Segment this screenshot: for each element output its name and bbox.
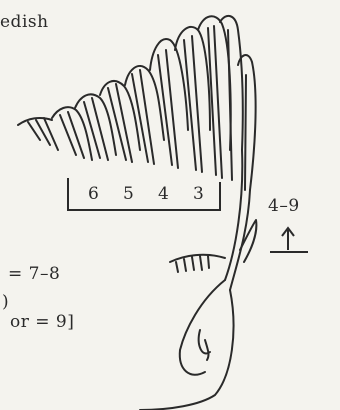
left-equation: = 7–8 [8, 264, 61, 284]
feather-shaft [107, 87, 127, 161]
primary-feather-outline [237, 54, 257, 191]
feather-shaft [244, 74, 247, 191]
covert-feathers [169, 253, 226, 263]
primary-feather-outline [124, 65, 165, 141]
primary-feather-outline [174, 25, 211, 131]
feather-shaft [183, 258, 187, 272]
feather-shaft [207, 27, 217, 176]
feather-shaft [191, 35, 203, 173]
primary-feather-outline [74, 93, 117, 156]
feather-shaft [67, 111, 85, 159]
primary-feather-outline [219, 14, 244, 151]
feather-shaft [59, 114, 77, 156]
feather-shaft [165, 49, 179, 169]
bracket-number: 3 [193, 184, 205, 204]
feather-shaft [35, 119, 51, 146]
top-text-fragment: edish [0, 12, 49, 32]
feather-shaft [115, 83, 133, 163]
feather-shaft [139, 69, 155, 165]
bottom-equation: or = 9] [10, 312, 75, 332]
feather-shaft [157, 54, 173, 166]
primary-feather-outline [51, 106, 93, 161]
feather-shaft [83, 101, 101, 159]
wing-leading-edge [224, 149, 244, 281]
feather-shaft [199, 255, 203, 271]
left-paren: ) [2, 292, 10, 312]
number-bracket [67, 178, 221, 211]
body-outline [139, 289, 235, 410]
feather-shaft [213, 25, 223, 179]
bracket-number: 5 [123, 184, 135, 204]
up-arrow-icon [270, 226, 308, 253]
primary-feather-outline [149, 38, 189, 131]
wing-base-edge [17, 116, 53, 126]
feather-shaft [91, 97, 109, 161]
side-range-label: 4–9 [268, 196, 300, 216]
feather-shaft [227, 29, 233, 181]
bracket-number: 6 [88, 184, 100, 204]
body-outline [178, 279, 226, 376]
feather-shaft [131, 73, 149, 163]
bracket-number: 4 [158, 184, 170, 204]
body-detail [204, 339, 210, 361]
alula [239, 219, 258, 263]
primary-feather-outline [99, 80, 141, 151]
feather-shaft [207, 255, 210, 269]
feather-shaft [43, 117, 59, 151]
feather-shaft [183, 39, 197, 171]
feather-shaft [191, 256, 195, 271]
feather-shaft [27, 121, 41, 141]
feather-shaft [175, 261, 179, 273]
